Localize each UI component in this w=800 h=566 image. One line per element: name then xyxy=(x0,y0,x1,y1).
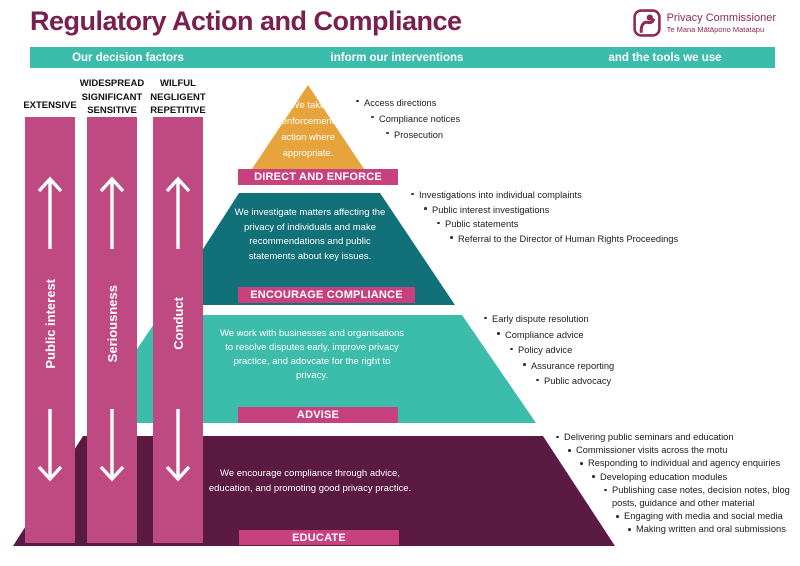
privacy-commissioner-logo: Privacy Commissioner Te Mana Mātāpono Ma… xyxy=(632,9,776,37)
up-arrow-icon xyxy=(37,176,63,249)
list-item: Commissioner visits across the motu xyxy=(567,444,800,457)
logo-name: Privacy Commissioner xyxy=(666,12,776,24)
list-item: Compliance notices xyxy=(370,111,460,127)
factor-scale-public-interest: EXTENSIVE xyxy=(23,100,77,111)
header-decision-factors: Our decision factors xyxy=(72,51,184,64)
encourage-description: We investigate matters affecting the pri… xyxy=(234,207,386,262)
list-item: Compliance advice xyxy=(496,328,614,344)
list-item: Engaging with media and social media xyxy=(615,510,800,523)
factor-bar-seriousness: Seriousness xyxy=(87,117,137,543)
list-item: Public advocacy xyxy=(535,374,614,390)
header-interventions: inform our interventions xyxy=(330,51,464,64)
logo-maori-name: Te Mana Mātāpono Matatapu xyxy=(666,25,765,34)
advise-description: We work with businesses and organisation… xyxy=(219,328,405,381)
enforce-description: We take enforcement action where appropr… xyxy=(281,100,335,159)
factor-bar-conduct: Conduct xyxy=(153,117,203,543)
logo-text: Privacy Commissioner Te Mana Mātāpono Ma… xyxy=(667,12,776,34)
list-item: Public statements xyxy=(436,217,678,232)
factor-scale-seriousness: WIDESPREAD SIGNIFICANT SENSITIVE xyxy=(79,78,145,116)
factor-scale-conduct: WILFUL NEGLIGENT REPETITIVE xyxy=(150,78,206,116)
band-advise: ADVISE xyxy=(238,407,398,423)
band-educate: EDUCATE xyxy=(239,530,399,545)
privacy-commissioner-shield-icon xyxy=(632,9,661,37)
factor-label: Seriousness xyxy=(104,284,120,363)
list-item: Policy advice xyxy=(509,343,614,359)
list-item: Investigations into individual complaint… xyxy=(410,188,678,203)
enforce-tools-list: Access directions Compliance notices Pro… xyxy=(355,95,460,143)
factor-bar-public-interest: Public interest xyxy=(25,117,75,543)
advise-tools-list: Early dispute resolution Compliance advi… xyxy=(483,312,614,390)
list-item: Public interest investigations xyxy=(423,203,678,218)
factor-label: Conduct xyxy=(170,297,186,350)
page-title: Regulatory Action and Compliance xyxy=(30,6,462,36)
header-band: Our decision factors inform our interven… xyxy=(30,47,775,68)
encourage-tools-list: Investigations into individual complaint… xyxy=(410,188,678,246)
down-arrow-icon xyxy=(37,409,63,482)
down-arrow-icon xyxy=(99,409,125,482)
up-arrow-icon xyxy=(99,176,125,249)
down-arrow-icon xyxy=(165,409,191,482)
list-item: Access directions xyxy=(355,95,460,111)
list-item: Assurance reporting xyxy=(522,359,614,375)
list-item: Responding to individual and agency enqu… xyxy=(579,457,800,470)
list-item: Early dispute resolution xyxy=(483,312,614,328)
list-item: Making written and oral submissions xyxy=(627,523,800,536)
band-direct-and-enforce: DIRECT AND ENFORCE xyxy=(238,169,398,185)
list-item: Referral to the Director of Human Rights… xyxy=(449,232,678,247)
list-item: Developing education modules xyxy=(591,471,800,484)
list-item: Prosecution xyxy=(385,127,460,143)
factor-label: Public interest xyxy=(42,278,58,369)
educate-tools-list: Delivering public seminars and education… xyxy=(555,431,800,537)
list-item: Delivering public seminars and education xyxy=(555,431,800,444)
up-arrow-icon xyxy=(165,176,191,249)
header-tools: and the tools we use xyxy=(608,51,722,64)
educate-description: We encourage compliance through advice, … xyxy=(208,468,412,494)
list-item: Publishing case notes, decision notes, b… xyxy=(603,484,800,510)
band-encourage-compliance: ENCOURAGE COMPLIANCE xyxy=(238,287,415,303)
